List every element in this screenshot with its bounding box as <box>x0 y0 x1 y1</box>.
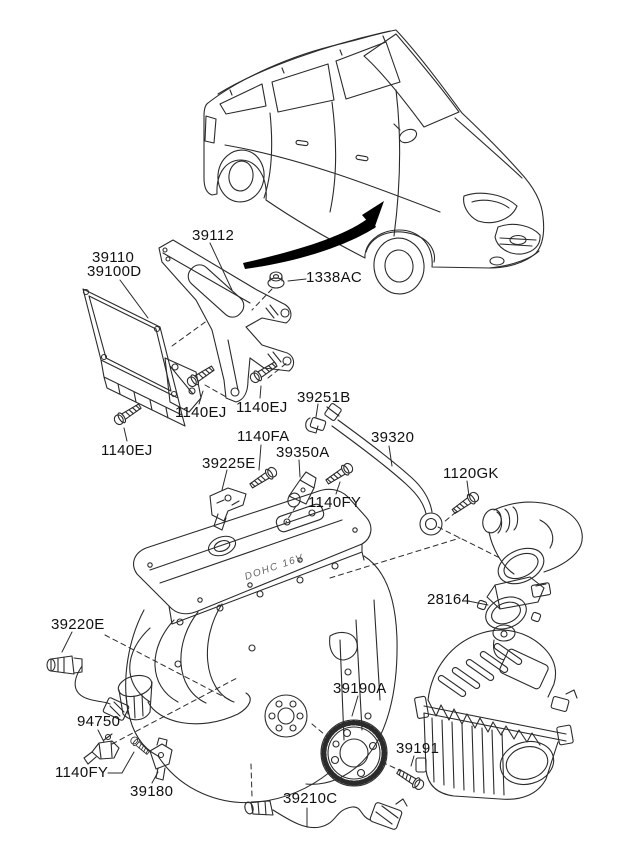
part-label-1120gk: 1120GK <box>443 465 499 482</box>
hood-crease <box>454 117 523 179</box>
part-label-39100d: 39100D <box>87 263 142 280</box>
ecu-bracket-drawing <box>158 239 295 403</box>
fog-lamp <box>489 256 505 266</box>
windshield <box>363 33 460 128</box>
grille <box>494 223 541 255</box>
part-label-1140fy-lower: 1140FY <box>55 764 109 781</box>
crank-sensor-39180-drawing <box>149 737 173 781</box>
clip-39251b <box>305 417 319 434</box>
assembly-dashed-lines <box>104 288 501 798</box>
tone-wheel-drawing <box>320 719 388 787</box>
tail-lamp <box>204 115 217 144</box>
part-label-39251b: 39251B <box>297 389 351 406</box>
intake-hose-drawing <box>482 501 583 585</box>
quarter-window <box>219 83 267 115</box>
part-label-1140fy-upper: 1140FY <box>308 494 362 511</box>
air-cleaner-drawing <box>414 624 578 800</box>
rear-wheel <box>217 149 265 203</box>
brand-badge <box>509 234 527 246</box>
bolt-1120gk <box>449 489 482 517</box>
body-crease <box>224 144 441 213</box>
location-arrow <box>243 201 384 269</box>
part-label-39180: 39180 <box>130 783 174 800</box>
part-label-1140ej-bracket-left: 1140EJ <box>175 404 227 421</box>
oil-pressure-switch-94750-drawing <box>83 733 120 765</box>
front-wheel <box>373 237 425 295</box>
part-label-28164: 28164 <box>427 591 471 608</box>
knock-harness-drawing <box>305 403 443 536</box>
front-arch-inner <box>365 231 436 263</box>
part-label-1140fa: 1140FA <box>237 428 290 445</box>
leader-lines <box>61 242 489 828</box>
door-handle <box>355 154 369 162</box>
part-label-1338ac: 1338AC <box>306 269 363 286</box>
ecu-drawing <box>82 288 202 427</box>
roof-rail <box>217 30 391 96</box>
part-label-39191: 39191 <box>396 740 440 757</box>
bracket-39225e-drawing <box>209 487 247 531</box>
valve-cover-marking: DOHC 16V <box>243 552 305 583</box>
part-label-39320: 39320 <box>371 429 415 446</box>
door-seams <box>263 89 401 237</box>
part-label-39350a: 39350A <box>276 444 330 461</box>
bolt-1140ej-ecu <box>111 400 144 428</box>
front-door-window <box>335 41 401 100</box>
engine-drawing: DOHC 16V <box>117 488 398 804</box>
part-label-39112: 39112 <box>192 227 235 244</box>
part-label-39190a: 39190A <box>333 680 387 697</box>
part-label-94750: 94750 <box>77 713 121 730</box>
bolt-1140fy-lower <box>128 734 152 757</box>
part-label-39210c: 39210C <box>283 790 338 807</box>
part-label-39220e: 39220E <box>51 616 105 633</box>
rear-door-window <box>271 63 335 113</box>
vehicle-drawing <box>203 29 545 295</box>
grommet-nut-drawing <box>267 271 285 289</box>
cam-sensor-39350a-drawing <box>287 471 317 508</box>
part-label-1140ej-ecu: 1140EJ <box>101 442 153 459</box>
bolt-1140ej-bracket-left <box>184 362 217 390</box>
oxygen-sensor-39210c-drawing <box>244 798 408 830</box>
side-mirror <box>398 128 418 144</box>
bolt-1140ej-bracket-right <box>247 358 280 386</box>
bumper-line <box>488 250 540 269</box>
headlight <box>463 192 518 224</box>
part-label-1140ej-bracket-right: 1140EJ <box>236 399 288 416</box>
maf-sensor-drawing <box>476 576 552 630</box>
part-label-39110: 39110 <box>92 249 135 266</box>
oxygen-sensor-39220e-drawing <box>46 655 130 721</box>
part-label-39225e: 39225E <box>202 455 256 472</box>
door-handle <box>295 139 309 147</box>
